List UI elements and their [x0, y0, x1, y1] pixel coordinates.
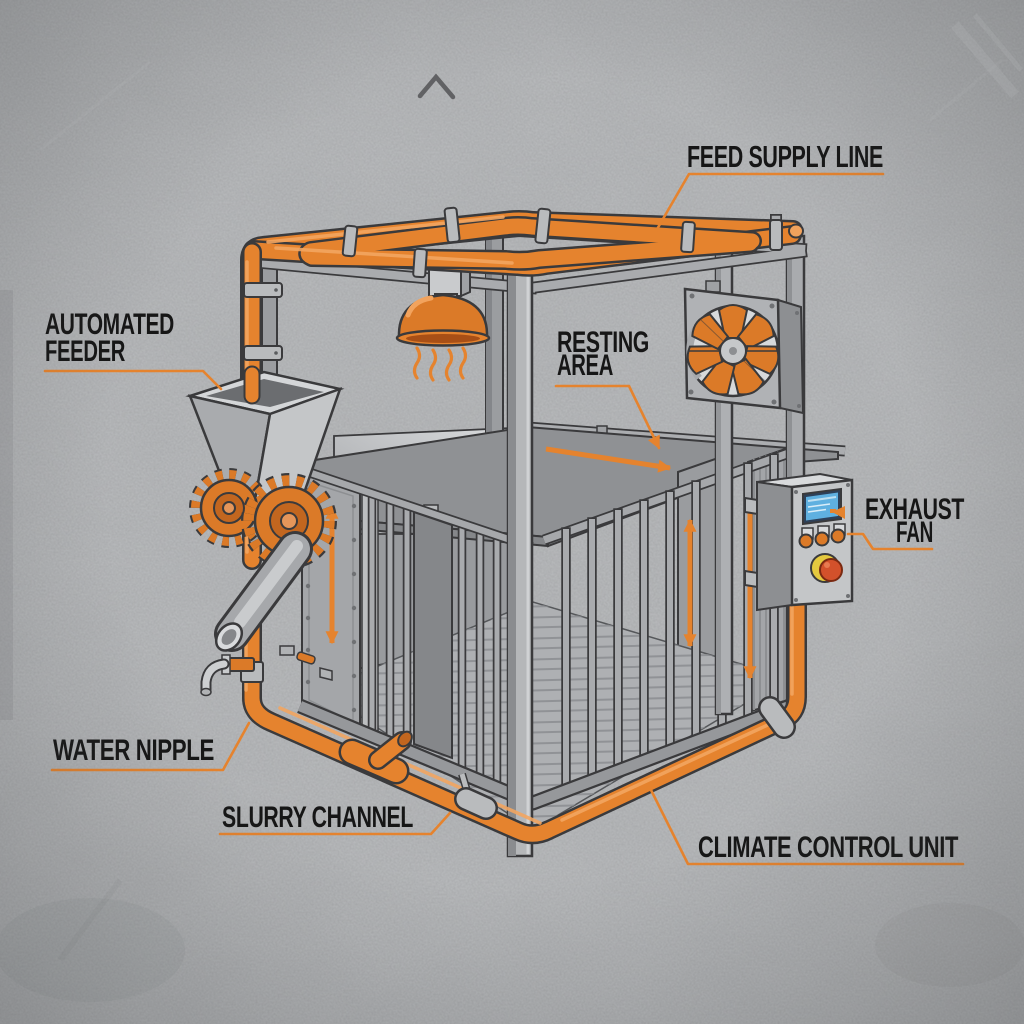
- vignette-overlay: [0, 0, 1024, 1024]
- diagram-page: FEED SUPPLY LINE AUTOMATED FEEDER RESTIN…: [0, 0, 1024, 1024]
- diagram-canvas: FEED SUPPLY LINE AUTOMATED FEEDER RESTIN…: [0, 0, 1024, 1024]
